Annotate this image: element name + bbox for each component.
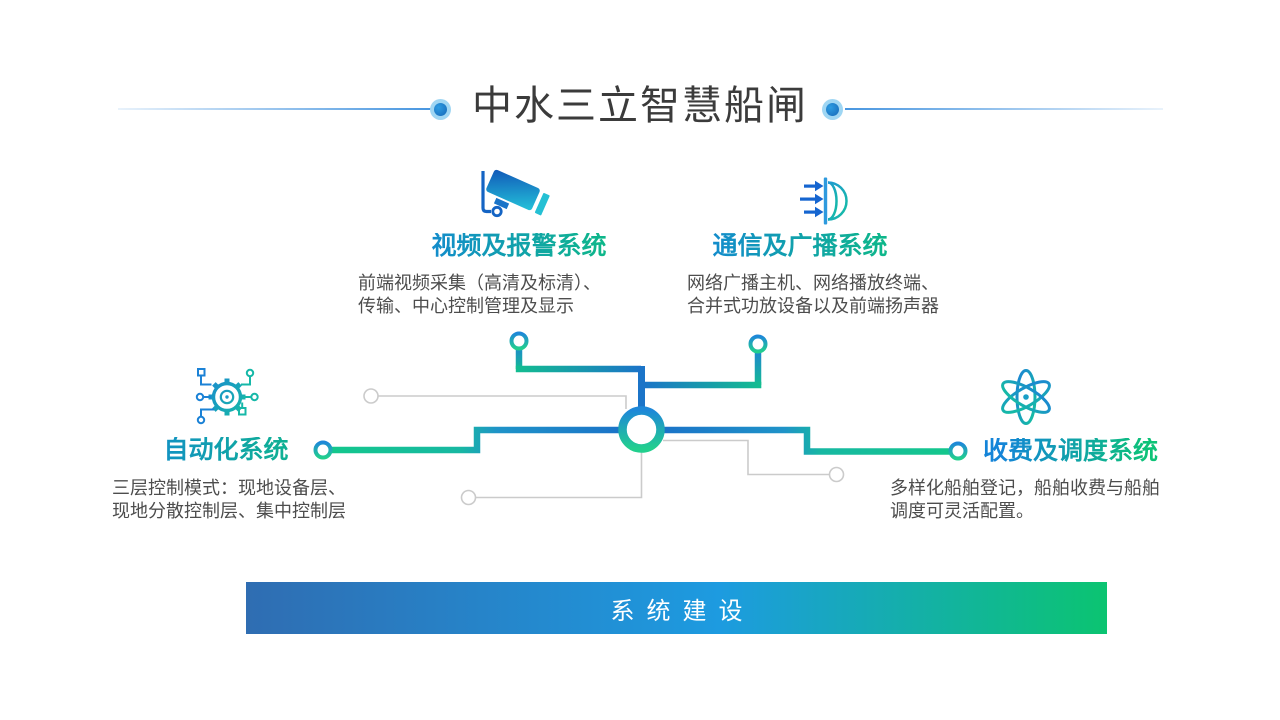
branch-connectors (330, 348, 950, 455)
cctv-camera-icon (481, 169, 550, 218)
automation-system-heading: 自动化系统 (76, 437, 376, 464)
description-line: 前端视频采集（高清及标清）、 (358, 273, 601, 293)
dot-core (434, 103, 447, 116)
atom-icon (1001, 369, 1051, 425)
description-line: 传输、中心控制管理及显示 (358, 296, 574, 316)
communication-system-description: 网络广播主机、网络播放终端、 合并式功放设备以及前端扬声器 (687, 272, 997, 318)
dot-core (826, 103, 839, 116)
central-hub-ring (618, 406, 665, 453)
gray-stub-connectors (363, 388, 845, 506)
title-divider-right (845, 108, 1163, 110)
description-line: 现地分散控制层、集中控制层 (112, 501, 346, 521)
circuit-traces-left (195, 368, 214, 425)
broadcast-globe-icon (800, 177, 848, 225)
communication-system-heading: 通信及广播系统 (650, 233, 950, 260)
description-line: 网络广播主机、网络播放终端、 (687, 273, 939, 293)
fees-system-heading: 收费及调度系统 (983, 437, 1159, 465)
title-divider-left (118, 108, 431, 110)
gear-circuit-icon (195, 368, 259, 425)
description-line: 合并式功放设备以及前端扬声器 (687, 296, 939, 316)
video-system-heading: 视频及报警系统 (369, 233, 669, 260)
title-dot-left-icon (430, 99, 451, 120)
bottom-banner: 系统建设 (246, 582, 1107, 634)
banner-label: 系统建设 (610, 597, 755, 625)
automation-system-description: 三层控制模式：现地设备层、 现地分散控制层、集中控制层 (112, 477, 412, 523)
fees-system-description: 多样化船舶登记，船舶收费与船舶 调度可灵活配置。 (890, 477, 1200, 523)
description-line: 调度可灵活配置。 (890, 501, 1034, 521)
circuit-traces-right (238, 368, 259, 416)
title-dot-right-icon (822, 99, 843, 120)
description-line: 多样化船舶登记，船舶收费与船舶 (890, 478, 1160, 498)
description-line: 三层控制模式：现地设备层、 (112, 478, 346, 498)
node-rings (313, 331, 968, 461)
video-system-description: 前端视频采集（高清及标清）、 传输、中心控制管理及显示 (358, 272, 668, 318)
signal-arrows (800, 180, 824, 218)
page-title: 中水三立智慧船闸 (472, 84, 808, 128)
